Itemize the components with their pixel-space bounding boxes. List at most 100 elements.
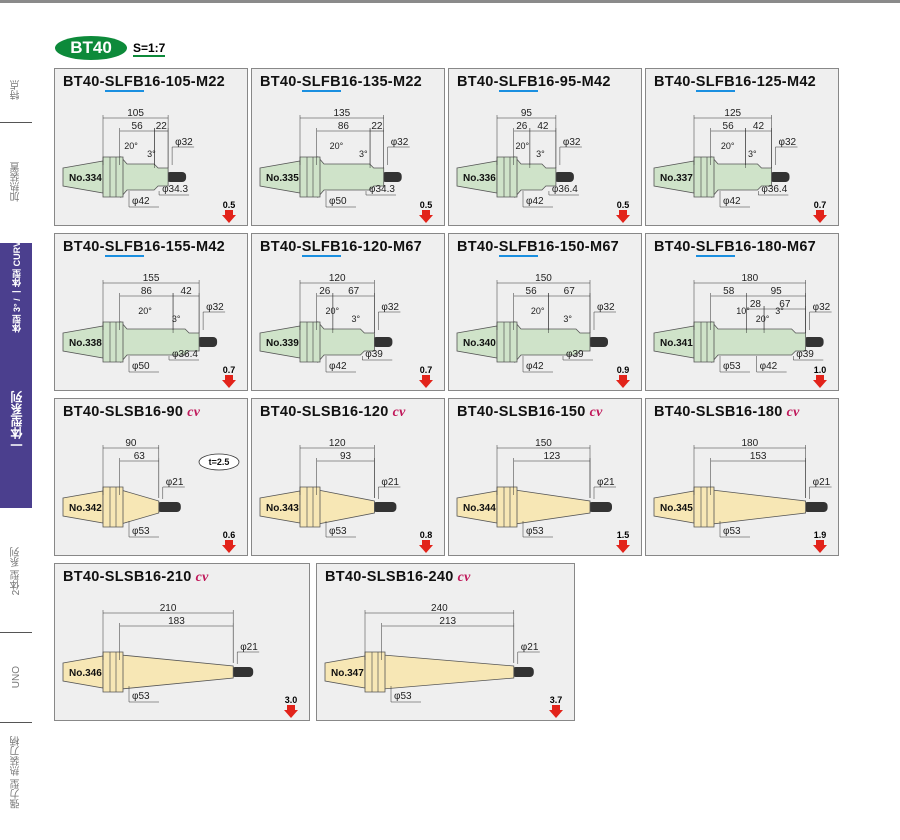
angle-label: 3° — [748, 149, 757, 159]
weight-arrow-icon — [616, 380, 630, 388]
product-code: BT40-SLFB16-150-M67 — [457, 239, 620, 257]
sidebar-label: 一体型 3° / 一体型 CURVE — [11, 234, 22, 342]
sidebar-item-features[interactable]: 特点 — [0, 60, 32, 120]
diameter-label: φ42 — [723, 196, 741, 207]
dimension-label: 213 — [439, 616, 456, 627]
dimension-label: 56 — [526, 286, 538, 297]
sidebar-label: UNO — [10, 665, 22, 689]
product-code: BT40-SLFB16-125-M42 — [654, 74, 817, 92]
flange — [693, 321, 715, 363]
diameter-label: φ21 — [240, 642, 258, 653]
product-code-part: 16-150-M67 — [537, 239, 620, 255]
diameter-label: φ53 — [526, 526, 544, 537]
diameter-label: φ32 — [206, 302, 224, 313]
tool-body — [317, 320, 375, 364]
tool-body — [120, 489, 160, 525]
weight-arrow-icon — [813, 380, 827, 388]
weight-arrow-icon — [422, 210, 430, 215]
dimension-label: 135 — [334, 108, 351, 119]
diameter-label: φ32 — [779, 137, 797, 148]
diameter-label: φ53 — [723, 361, 741, 372]
dimension-label: 58 — [723, 286, 735, 297]
weight-arrow-icon — [619, 210, 627, 215]
tool-number: No.344 — [463, 503, 496, 514]
angle-label: 20° — [124, 141, 138, 151]
shank-shaft — [588, 337, 608, 347]
diameter-label: φ21 — [813, 477, 831, 488]
diameter-label: φ21 — [597, 477, 615, 488]
weight-value: 0.5 — [419, 200, 433, 210]
dimension-label: 56 — [723, 121, 735, 132]
angle-label: 20° — [531, 306, 545, 316]
flange — [496, 321, 518, 363]
product-code-part: 16-135-M22 — [340, 74, 423, 90]
weight-value: 1.0 — [813, 365, 827, 375]
weight-arrow-icon — [225, 210, 233, 215]
dimension-label: 67 — [348, 286, 360, 297]
dimension-label: 95 — [771, 286, 783, 297]
angle-label: 20° — [325, 306, 339, 316]
product-code-part: 16-125-M42 — [734, 74, 817, 90]
angle-label: 3° — [536, 149, 545, 159]
product-code-part: SLFB — [301, 74, 341, 92]
shank-shaft — [231, 667, 254, 677]
dimension-label: 120 — [329, 273, 346, 284]
tool-body — [317, 489, 375, 525]
diameter-label: φ32 — [175, 137, 193, 148]
tool-number: No.336 — [463, 173, 496, 184]
diameter-label: φ42 — [132, 196, 150, 207]
flange — [496, 486, 518, 528]
weight-arrow-icon — [419, 545, 433, 553]
sidebar-label: 一体型系列 — [9, 390, 24, 451]
weight-value: 0.5 — [222, 200, 236, 210]
top-rule — [0, 0, 900, 3]
weight-value: 3.0 — [284, 695, 298, 705]
diameter-label: φ32 — [381, 302, 399, 313]
tool-body — [382, 654, 515, 690]
product-code-part: BT40- — [260, 239, 302, 255]
weight-value: 1.5 — [616, 530, 630, 540]
angle-label: 20° — [756, 314, 770, 324]
dimension-label: 105 — [127, 108, 144, 119]
sidebar-item-onepiece-series[interactable]: 一体型系列 — [0, 333, 32, 508]
cv-mark: cv — [457, 570, 471, 585]
thickness-note-bubble — [198, 453, 240, 471]
diameter-label: φ39 — [796, 349, 814, 360]
diameter-label: φ21 — [381, 477, 399, 488]
tool-body — [711, 489, 806, 525]
sidebar-item-onepiece-3deg-curve[interactable]: 一体型 3° / 一体型 CURVE — [0, 235, 32, 341]
shank-shaft — [769, 172, 790, 182]
sidebar-item-uno[interactable]: UNO — [0, 634, 32, 720]
shank-shaft — [511, 667, 534, 677]
tool-body — [514, 155, 557, 199]
sidebar-item-heavy-duty[interactable]: 强力型 热装刀柄 — [0, 724, 32, 820]
dimension-label: 183 — [168, 616, 185, 627]
sidebar-nav: 特点 加热装置 一体型 3° / 一体型 CURVE 一体型系列 2体型 系列 … — [0, 60, 32, 820]
tool-body — [711, 155, 772, 199]
product-code-part: BT40-SLSB16-90 — [63, 404, 184, 420]
weight-arrow-icon — [287, 705, 295, 710]
sidebar-item-twopiece-series[interactable]: 2体型 系列 — [0, 512, 32, 630]
sidebar-item-heating-unit[interactable]: 加热装置 — [0, 124, 32, 240]
product-code-part: SLFB — [695, 239, 735, 257]
